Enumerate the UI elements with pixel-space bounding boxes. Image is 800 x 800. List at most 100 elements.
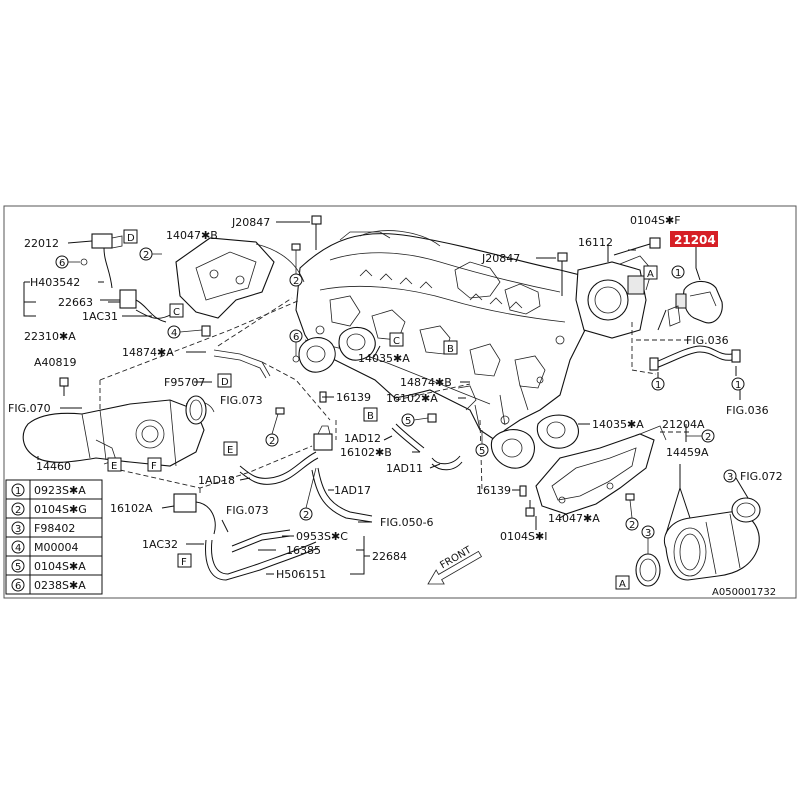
label-14874a[interactable]: 14874✱A	[122, 346, 174, 359]
marker-b-2[interactable]: B	[363, 407, 378, 422]
label-16112[interactable]: 16112	[578, 236, 613, 249]
label-14035a-right[interactable]: 14035✱A	[592, 418, 644, 431]
hose-1ad11[interactable]	[431, 455, 463, 471]
pipe-16385[interactable]	[231, 529, 291, 553]
clamp-f98402-b[interactable]	[731, 497, 761, 523]
label-1ad18[interactable]: 1AD18	[198, 474, 235, 487]
label-22663[interactable]: 22663	[58, 296, 93, 309]
hose-1ad18[interactable]	[239, 451, 319, 485]
label-22310a[interactable]: 22310✱A	[24, 330, 76, 343]
label-0953s-c[interactable]: 0953S✱C	[296, 530, 348, 543]
label-16139-a[interactable]: 16139	[336, 391, 371, 404]
bolt-0104s-i[interactable]	[525, 500, 535, 517]
bracket-14047b[interactable]	[175, 237, 305, 319]
bracket-14874a[interactable]	[213, 349, 271, 379]
label-14035a-left[interactable]: 14035✱A	[358, 352, 410, 365]
callout-2-a[interactable]: 2	[139, 247, 162, 261]
label-21204a[interactable]: 21204A	[662, 418, 705, 431]
marker-d-1[interactable]: D	[123, 229, 138, 244]
label-fig050-6[interactable]: FIG.050-6	[380, 516, 434, 529]
bracket-14874b[interactable]	[457, 385, 477, 411]
label-f95707[interactable]: F95707	[164, 376, 205, 389]
sensor-21204[interactable]	[667, 280, 723, 327]
label-a40819[interactable]: A40819	[34, 356, 77, 369]
hose-1ac32[interactable]	[205, 539, 319, 581]
callout-1-b[interactable]: 1	[651, 377, 665, 391]
legend-row-6[interactable]: 6 0238S✱A	[11, 578, 86, 592]
label-h403542[interactable]: H403542	[30, 276, 80, 289]
gasket-14035a-right[interactable]	[490, 414, 579, 469]
label-h506151[interactable]: H506151	[276, 568, 326, 581]
callout-1-c[interactable]: 1	[731, 377, 745, 391]
callout-3-a[interactable]: 3	[641, 525, 655, 554]
label-0104s-f[interactable]: 0104S✱F	[630, 214, 681, 227]
callout-6-b[interactable]: 6	[289, 329, 303, 363]
valve-16102a[interactable]	[173, 493, 216, 535]
label-1ad12[interactable]: 1AD12	[344, 432, 381, 445]
bolt-0104s-f[interactable]	[613, 237, 661, 256]
label-16385[interactable]: 16385	[286, 544, 321, 557]
label-14047b[interactable]: 14047✱B	[166, 229, 218, 242]
bolt-a40819[interactable]	[59, 377, 69, 396]
intake-duct-14460[interactable]	[22, 399, 215, 467]
legend-row-3[interactable]: 3 F98402	[11, 521, 75, 535]
callout-5-a[interactable]: 5	[401, 413, 437, 427]
label-0104s-i[interactable]: 0104S✱I	[500, 530, 547, 543]
label-1ad17[interactable]: 1AD17	[334, 484, 371, 497]
label-14460[interactable]: 14460	[36, 460, 71, 473]
sensor-22012[interactable]	[91, 233, 123, 289]
hose-1ad12[interactable]	[391, 423, 425, 453]
legend-row-5[interactable]: 5 0104S✱A	[11, 559, 86, 573]
callout-4-a[interactable]: 4	[167, 325, 211, 339]
label-22012[interactable]: 22012	[24, 237, 59, 250]
hose-21204a[interactable]	[649, 345, 741, 371]
callout-5-b[interactable]: 5	[475, 430, 489, 457]
hose-14459a[interactable]	[664, 511, 760, 581]
legend-row-4[interactable]: 4 M00004	[11, 540, 78, 554]
plug-16139-b[interactable]	[519, 485, 527, 497]
label-16102a-2[interactable]: 16102A	[110, 502, 153, 515]
marker-f-2[interactable]: F	[177, 553, 192, 568]
legend-row-2[interactable]: 2 0104S✱G	[11, 502, 87, 516]
marker-c-1[interactable]: C	[169, 303, 184, 318]
label-1ad11[interactable]: 1AD11	[386, 462, 423, 475]
tube-1ac31[interactable]	[135, 309, 173, 319]
callout-6-a[interactable]: 6	[55, 255, 88, 269]
marker-c-2[interactable]: C	[389, 332, 404, 347]
label-14047a[interactable]: 14047✱A	[548, 512, 600, 525]
solenoid-22663[interactable]	[100, 289, 167, 323]
marker-f-1[interactable]: F	[147, 457, 162, 472]
label-fig070[interactable]: FIG.070	[8, 402, 51, 415]
label-14459a[interactable]: 14459A	[666, 446, 709, 459]
callout-2-e[interactable]: 2	[625, 493, 639, 531]
label-fig036-b[interactable]: FIG.036	[726, 404, 769, 417]
callout-2-f[interactable]: 2	[299, 467, 317, 521]
throttle-body-16112[interactable]	[575, 255, 653, 339]
marker-e-1[interactable]: E	[107, 457, 122, 472]
highlighted-part-21204[interactable]: 21204	[670, 231, 718, 247]
label-1ac31[interactable]: 1AC31	[82, 310, 118, 323]
label-16102b[interactable]: 16102✱B	[340, 446, 392, 459]
bolt-j20847-a[interactable]	[311, 215, 322, 250]
marker-a-1[interactable]: A	[643, 265, 658, 280]
label-fig072[interactable]: FIG.072	[740, 470, 783, 483]
label-14874b[interactable]: 14874✱B	[400, 376, 452, 389]
bracket-14047a[interactable]	[535, 425, 667, 515]
callout-3-b[interactable]: 3	[723, 469, 737, 483]
valve-16102b[interactable]	[313, 425, 333, 451]
legend-row-1[interactable]: 1 0923S✱A	[11, 483, 86, 497]
marker-a-2[interactable]: A	[615, 575, 630, 590]
label-j20847-a[interactable]: J20847	[231, 216, 270, 229]
bolt-j20847-b[interactable]	[557, 252, 568, 296]
marker-e-2[interactable]: E	[223, 441, 238, 456]
label-22684[interactable]: 22684	[372, 550, 407, 563]
label-j20847-b[interactable]: J20847	[481, 252, 520, 265]
label-fig073-b[interactable]: FIG.073	[226, 504, 269, 517]
label-fig036-a[interactable]: FIG.036	[686, 334, 729, 347]
callout-2-c[interactable]: 2	[265, 407, 285, 447]
callout-2-d[interactable]: 2	[686, 429, 715, 443]
label-fig073-a[interactable]: FIG.073	[220, 394, 263, 407]
marker-d-2[interactable]: D	[217, 373, 232, 388]
label-16139-b[interactable]: 16139	[476, 484, 511, 497]
callout-2-b[interactable]: 2	[289, 243, 303, 287]
